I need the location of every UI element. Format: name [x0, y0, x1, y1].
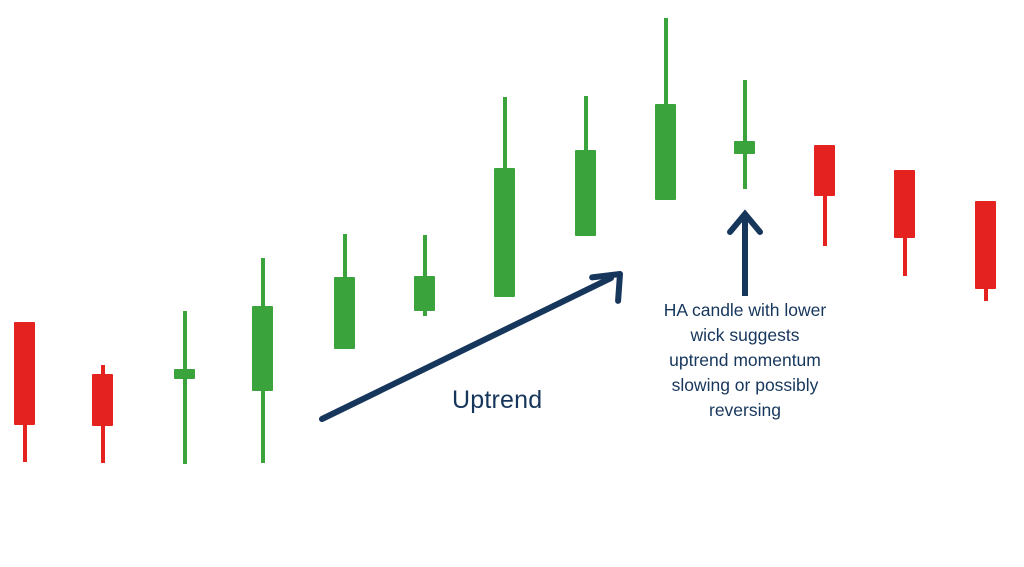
- candle-4: [252, 0, 273, 567]
- candle-6-body: [414, 276, 435, 311]
- candle-3: [174, 0, 195, 567]
- reversal-note-line-1: HA candle with lower: [663, 300, 827, 320]
- reversal-note-line-4: slowing or possibly: [671, 375, 819, 395]
- candle-5: [334, 0, 355, 567]
- candle-13: [975, 0, 996, 567]
- candle-4-body: [252, 306, 273, 391]
- candle-10-body: [734, 141, 755, 154]
- uptrend-label: Uptrend: [452, 386, 543, 414]
- candle-1: [14, 0, 35, 567]
- uptrend-arrow: [319, 271, 623, 422]
- candle-2-body: [92, 374, 113, 426]
- candle-9: [655, 0, 676, 567]
- candle-7: [494, 0, 515, 567]
- candle-8-body: [575, 150, 596, 236]
- reversal-note: HA candle with lower wick suggests uptre…: [615, 298, 875, 423]
- candle-3-body: [174, 369, 195, 379]
- candle-3-wick: [182, 311, 187, 464]
- candle-12-body: [894, 170, 915, 238]
- candle-10-wick: [742, 80, 747, 189]
- candle-9-body: [655, 104, 676, 200]
- candle-5-body: [334, 277, 355, 349]
- candle-6-wick: [422, 235, 427, 316]
- reversal-note-line-5: reversing: [709, 400, 781, 420]
- reversal-pointer-arrow: [727, 209, 763, 296]
- candle-1-body: [14, 322, 35, 425]
- reversal-note-line-3: uptrend momentum: [669, 350, 821, 370]
- candle-10: [734, 0, 755, 567]
- candle-11: [814, 0, 835, 567]
- candle-6: [414, 0, 435, 567]
- reversal-note-line-2: wick suggests: [690, 325, 800, 345]
- candle-7-body: [494, 168, 515, 297]
- candle-12: [894, 0, 915, 567]
- candle-2: [92, 0, 113, 567]
- candle-11-body: [814, 145, 835, 196]
- candle-13-body: [975, 201, 996, 289]
- candle-8: [575, 0, 596, 567]
